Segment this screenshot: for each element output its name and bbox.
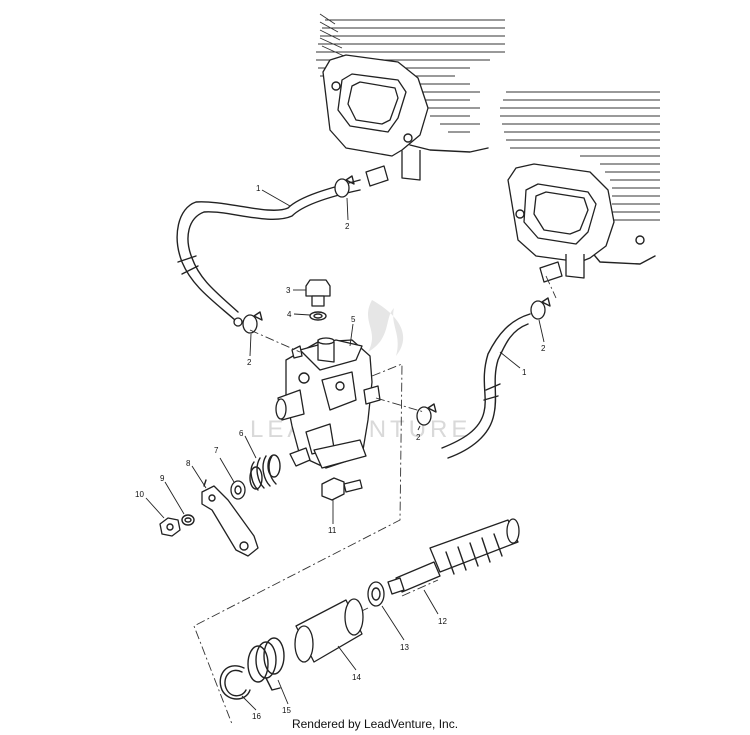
footer-credit: Rendered by LeadVenture, Inc. bbox=[291, 717, 459, 731]
clamp-2d bbox=[416, 403, 437, 426]
clamp-2c bbox=[530, 297, 551, 320]
oil-pump-5 bbox=[275, 337, 381, 469]
screw-11 bbox=[321, 477, 363, 501]
callout-2-top: 2 bbox=[345, 222, 350, 231]
cylinder-left bbox=[316, 13, 505, 181]
lockwasher-9 bbox=[181, 514, 195, 526]
washer-13 bbox=[367, 581, 385, 607]
callout-2-left: 2 bbox=[247, 358, 252, 367]
callout-14: 14 bbox=[352, 673, 361, 682]
lever-8 bbox=[201, 479, 259, 557]
bolt-3 bbox=[305, 279, 331, 307]
washer-7 bbox=[230, 480, 246, 500]
spring-6 bbox=[249, 454, 281, 491]
callout-8: 8 bbox=[186, 459, 191, 468]
callout-3: 3 bbox=[286, 286, 291, 295]
callout-16: 16 bbox=[252, 712, 261, 721]
callout-6: 6 bbox=[239, 429, 244, 438]
spring-15 bbox=[247, 637, 285, 691]
nut-10 bbox=[159, 517, 181, 537]
hose-end-1 bbox=[233, 317, 243, 327]
reference-line-hose-left bbox=[249, 329, 301, 353]
callout-1-right: 1 bbox=[522, 368, 527, 377]
callout-5: 5 bbox=[351, 315, 356, 324]
washer-4 bbox=[309, 311, 327, 321]
callout-2-right-top: 2 bbox=[541, 344, 546, 353]
clamp-2b bbox=[242, 311, 263, 334]
callout-13: 13 bbox=[400, 643, 409, 652]
callout-labels: 1 2 3 4 5 2 2 1 2 6 7 8 9 10 11 12 13 14… bbox=[135, 184, 546, 721]
fitting-right bbox=[539, 261, 563, 283]
callout-11: 11 bbox=[328, 526, 337, 535]
oil-line-left bbox=[176, 179, 361, 321]
callout-2-right-bottom: 2 bbox=[416, 433, 421, 442]
snap-ring-16 bbox=[219, 665, 251, 700]
callout-4: 4 bbox=[287, 310, 292, 319]
callout-10: 10 bbox=[135, 490, 144, 499]
drive-shaft-12 bbox=[387, 518, 520, 595]
reference-line-pump bbox=[193, 363, 403, 725]
clamp-2a bbox=[334, 175, 355, 198]
callout-12: 12 bbox=[438, 617, 447, 626]
oil-line-right bbox=[441, 313, 531, 459]
cylinder-right bbox=[500, 91, 660, 279]
callout-1-left: 1 bbox=[256, 184, 261, 193]
fitting-left bbox=[365, 165, 389, 187]
callout-9: 9 bbox=[160, 474, 165, 483]
callout-15: 15 bbox=[282, 706, 291, 715]
callout-7: 7 bbox=[214, 446, 219, 455]
leader-lines bbox=[145, 189, 545, 711]
reference-line-hose-right bbox=[375, 397, 425, 413]
reference-line-fitting-right bbox=[545, 275, 557, 299]
sleeve-14 bbox=[294, 598, 364, 663]
